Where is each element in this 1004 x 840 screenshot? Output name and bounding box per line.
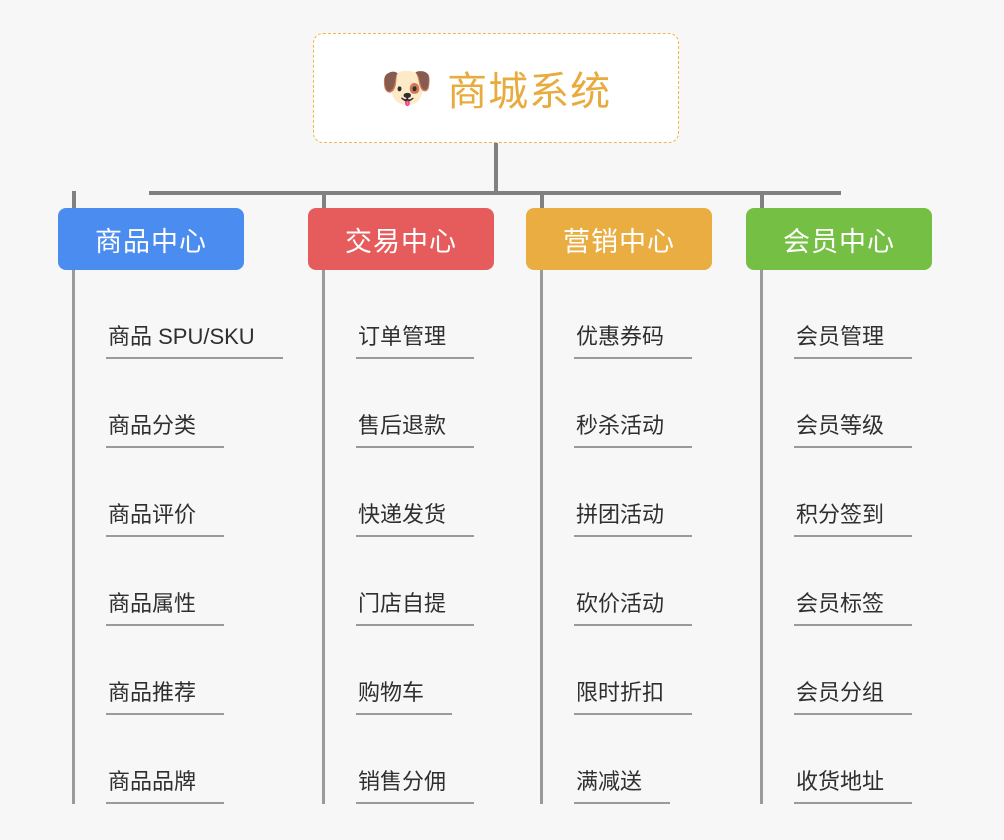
- root-node-title: 商城系统: [447, 70, 612, 114]
- branch-header-label: 商品中心: [95, 226, 207, 257]
- leaf-node[interactable]: 拼团活动: [540, 448, 712, 537]
- leaf-node[interactable]: 商品分类: [72, 359, 244, 448]
- branch-header-label: 交易中心: [345, 226, 457, 257]
- connector-drop-1: [72, 191, 76, 211]
- leaf-node-label: 订单管理: [356, 319, 475, 359]
- leaf-node[interactable]: 商品 SPU/SKU: [72, 270, 283, 359]
- leaf-node-label: 商品 SPU/SKU: [106, 319, 283, 359]
- leaf-node-label: 满减送: [574, 764, 671, 804]
- leaf-node-label: 限时折扣: [574, 675, 693, 715]
- shiba-dog-face-icon: 🐶: [380, 64, 434, 111]
- branch-column-3: 营销中心优惠券码秒杀活动拼团活动砍价活动限时折扣满减送: [526, 208, 712, 804]
- leaf-node[interactable]: 会员等级: [760, 359, 932, 448]
- leaf-node[interactable]: 会员管理: [760, 270, 932, 359]
- branch-header-label: 会员中心: [783, 226, 895, 257]
- leaf-node[interactable]: 砍价活动: [540, 537, 712, 626]
- branch-spine-3: [540, 270, 543, 804]
- leaf-node[interactable]: 订单管理: [322, 270, 494, 359]
- connector-drop-3: [540, 191, 544, 211]
- leaf-node[interactable]: 秒杀活动: [540, 359, 712, 448]
- branch-column-2: 交易中心订单管理售后退款快递发货门店自提购物车销售分佣: [308, 208, 494, 804]
- leaf-node-label: 商品属性: [106, 586, 225, 626]
- connector-drop-4: [760, 191, 764, 211]
- branch-header-4[interactable]: 会员中心: [746, 208, 932, 270]
- leaf-node-label: 积分签到: [794, 497, 913, 537]
- branch-items-1: 商品 SPU/SKU 商品分类商品评价商品属性商品推荐商品品牌: [72, 270, 283, 804]
- leaf-node[interactable]: 商品品牌: [72, 715, 244, 804]
- leaf-node-label: 拼团活动: [574, 497, 693, 537]
- root-node[interactable]: 🐶 商城系统: [313, 33, 679, 143]
- branch-header-1[interactable]: 商品中心: [58, 208, 244, 270]
- leaf-node-label: 商品推荐: [106, 675, 225, 715]
- leaf-node[interactable]: 积分签到: [760, 448, 932, 537]
- leaf-node-label: 门店自提: [356, 586, 475, 626]
- leaf-node[interactable]: 门店自提: [322, 537, 494, 626]
- leaf-node[interactable]: 会员标签: [760, 537, 932, 626]
- branch-items-3: 优惠券码秒杀活动拼团活动砍价活动限时折扣满减送: [540, 270, 712, 804]
- branch-header-label: 营销中心: [563, 226, 675, 257]
- leaf-node[interactable]: 会员分组: [760, 626, 932, 715]
- leaf-node-label: 销售分佣: [356, 764, 475, 804]
- leaf-node[interactable]: 收货地址: [760, 715, 932, 804]
- leaf-node[interactable]: 购物车: [322, 626, 494, 715]
- leaf-node-label: 收货地址: [794, 764, 913, 804]
- leaf-node-label: 快递发货: [356, 497, 475, 537]
- branch-items-4: 会员管理会员等级积分签到会员标签会员分组收货地址: [760, 270, 932, 804]
- branch-column-1: 商品中心商品 SPU/SKU 商品分类商品评价商品属性商品推荐商品品牌: [58, 208, 283, 804]
- branch-spine-2: [322, 270, 325, 804]
- leaf-node-label: 会员等级: [794, 408, 913, 448]
- leaf-node-label: 秒杀活动: [574, 408, 693, 448]
- leaf-node[interactable]: 限时折扣: [540, 626, 712, 715]
- leaf-node-label: 售后退款: [356, 408, 475, 448]
- connector-horizontal-bus: [149, 191, 841, 195]
- connector-root-stem: [494, 143, 498, 193]
- branch-spine-1: [72, 270, 75, 804]
- leaf-node[interactable]: 销售分佣: [322, 715, 494, 804]
- leaf-node-label: 优惠券码: [574, 319, 693, 359]
- leaf-node-label: 会员分组: [794, 675, 913, 715]
- branch-header-3[interactable]: 营销中心: [526, 208, 712, 270]
- branch-column-4: 会员中心会员管理会员等级积分签到会员标签会员分组收货地址: [746, 208, 932, 804]
- branch-items-2: 订单管理售后退款快递发货门店自提购物车销售分佣: [322, 270, 494, 804]
- leaf-node-label: 会员标签: [794, 586, 913, 626]
- leaf-node[interactable]: 商品属性: [72, 537, 244, 626]
- leaf-node[interactable]: 优惠券码: [540, 270, 712, 359]
- leaf-node-label: 商品评价: [106, 497, 225, 537]
- leaf-node[interactable]: 快递发货: [322, 448, 494, 537]
- branch-header-2[interactable]: 交易中心: [308, 208, 494, 270]
- leaf-node-label: 砍价活动: [574, 586, 693, 626]
- leaf-node-label: 会员管理: [794, 319, 913, 359]
- leaf-node[interactable]: 商品评价: [72, 448, 244, 537]
- leaf-node[interactable]: 满减送: [540, 715, 712, 804]
- leaf-node[interactable]: 商品推荐: [72, 626, 244, 715]
- leaf-node[interactable]: 售后退款: [322, 359, 494, 448]
- leaf-node-label: 购物车: [356, 675, 453, 715]
- connector-drop-2: [322, 191, 326, 211]
- branch-spine-4: [760, 270, 763, 804]
- leaf-node-label: 商品品牌: [106, 764, 225, 804]
- leaf-node-label: 商品分类: [106, 408, 225, 448]
